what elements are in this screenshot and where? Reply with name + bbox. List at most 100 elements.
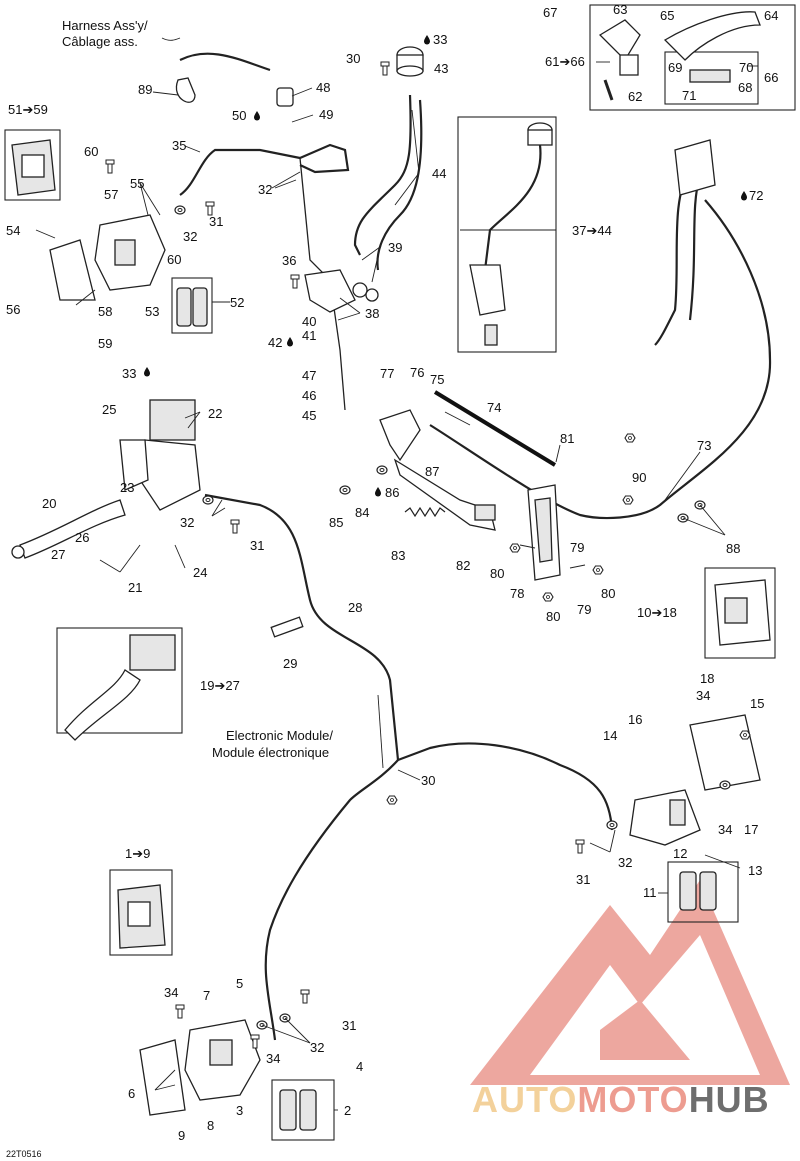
fluid-drop-icons <box>144 35 747 497</box>
brake-pads-52 <box>176 287 208 327</box>
callout-62: 62 <box>628 89 642 104</box>
leader-lines <box>35 37 758 1111</box>
lever-20 <box>11 499 126 559</box>
caliper-inset-box-51 <box>4 129 61 201</box>
callout-71: 71 <box>682 88 696 103</box>
bracket-78 <box>527 484 561 581</box>
harness-wire <box>179 52 271 72</box>
callout-31d: 31 <box>342 1018 356 1033</box>
callout-17: 17 <box>744 822 758 837</box>
callout-69: 69 <box>668 60 682 75</box>
callout-2: 2 <box>344 1103 351 1118</box>
callout-70: 70 <box>739 60 753 75</box>
callout-83: 83 <box>391 548 405 563</box>
callout-66: 66 <box>764 70 778 85</box>
callout-53: 53 <box>145 304 159 319</box>
callout-19: 19➔27 <box>200 678 240 693</box>
caliper-inset-box-10 <box>704 567 776 659</box>
callout-77: 77 <box>380 366 394 381</box>
fasteners <box>105 61 751 1049</box>
brake-line-rear <box>397 742 614 831</box>
callout-85: 85 <box>329 515 343 530</box>
master-cylinder-front <box>119 399 201 511</box>
callout-57: 57 <box>104 187 118 202</box>
lever-inset-box-19 <box>56 627 183 734</box>
lever-kit-61 <box>598 11 761 101</box>
callout-33a: 33 <box>433 32 447 47</box>
callout-7: 7 <box>203 988 210 1003</box>
watermark-logo: AUTOMOTOHUB <box>470 880 790 1120</box>
callout-12: 12 <box>673 846 687 861</box>
callout-75: 75 <box>430 372 444 387</box>
brand-auto: AUTO <box>472 1079 577 1120</box>
callout-50: 50 <box>232 108 246 123</box>
callout-34b: 34 <box>718 822 732 837</box>
callout-31a: 31 <box>209 214 223 229</box>
callout-89: 89 <box>138 82 152 97</box>
caption-module: Electronic Module/ <box>226 728 333 743</box>
callout-25: 25 <box>102 402 116 417</box>
callout-24: 24 <box>193 565 207 580</box>
callout-31b: 31 <box>250 538 264 553</box>
callout-55: 55 <box>130 176 144 191</box>
callout-32e: 32 <box>310 1040 324 1055</box>
hose-upper-right-b <box>688 174 702 321</box>
callout-51: 51➔59 <box>8 102 48 117</box>
callout-78: 78 <box>510 586 524 601</box>
hose-44 <box>353 94 412 256</box>
callout-40: 40 <box>302 314 316 329</box>
callout-80a: 80 <box>490 566 504 581</box>
callout-10: 10➔18 <box>637 605 677 620</box>
callout-54: 54 <box>6 223 20 238</box>
callout-42: 42 <box>268 335 282 350</box>
brand-moto: MOTO <box>577 1079 688 1120</box>
brake-line-front <box>264 759 399 1041</box>
callout-60b: 60 <box>167 252 181 267</box>
callout-labels: 1➔9 2 3 4 5 6 7 8 9 10➔18 11 12 13 14 15… <box>6 2 778 1143</box>
callout-8: 8 <box>207 1118 214 1133</box>
caption-module-fr: Module électronique <box>212 745 329 760</box>
callout-88: 88 <box>726 541 740 556</box>
callout-80c: 80 <box>546 609 560 624</box>
brake-pads-2 <box>279 1089 317 1131</box>
master-cylinder-inset-box <box>457 116 557 353</box>
brake-line-73 <box>429 199 772 520</box>
callout-44: 44 <box>432 166 446 181</box>
caliper-front <box>139 1019 261 1116</box>
hose-upper-right <box>654 169 691 346</box>
callout-74: 74 <box>487 400 501 415</box>
callout-32c: 32 <box>180 515 194 530</box>
brand-hub: HUB <box>689 1079 770 1120</box>
callout-41: 41 <box>302 328 316 343</box>
spring-83 <box>404 506 446 518</box>
callout-13: 13 <box>748 863 762 878</box>
callout-39: 39 <box>388 240 402 255</box>
callout-86: 86 <box>385 485 399 500</box>
clamp-89 <box>175 77 196 103</box>
callout-45: 45 <box>302 408 316 423</box>
callout-49: 49 <box>319 107 333 122</box>
callout-1: 1➔9 <box>125 846 150 861</box>
master-cylinder-inset <box>469 122 553 346</box>
callout-32b: 32 <box>183 229 197 244</box>
callout-16: 16 <box>628 712 642 727</box>
callout-36: 36 <box>282 253 296 268</box>
callout-32d: 32 <box>618 855 632 870</box>
callout-3: 3 <box>236 1103 243 1118</box>
hose-35 <box>179 148 301 196</box>
callout-38: 38 <box>365 306 379 321</box>
brake-pads-11 <box>679 871 717 911</box>
caliper-rear-left <box>49 214 166 301</box>
callout-20: 20 <box>42 496 56 511</box>
caption-harness-fr: Câblage ass. <box>62 34 138 49</box>
callout-84: 84 <box>355 505 369 520</box>
callout-27: 27 <box>51 547 65 562</box>
callout-22: 22 <box>208 406 222 421</box>
svg-text:AUTOMOTOHUB: AUTOMOTOHUB <box>472 1079 770 1120</box>
master-cyl-upper-right <box>674 139 716 196</box>
callout-9: 9 <box>178 1128 185 1143</box>
callout-68: 68 <box>738 80 752 95</box>
callout-37: 37➔44 <box>572 223 612 238</box>
callout-28: 28 <box>348 600 362 615</box>
callout-32a: 32 <box>258 182 272 197</box>
